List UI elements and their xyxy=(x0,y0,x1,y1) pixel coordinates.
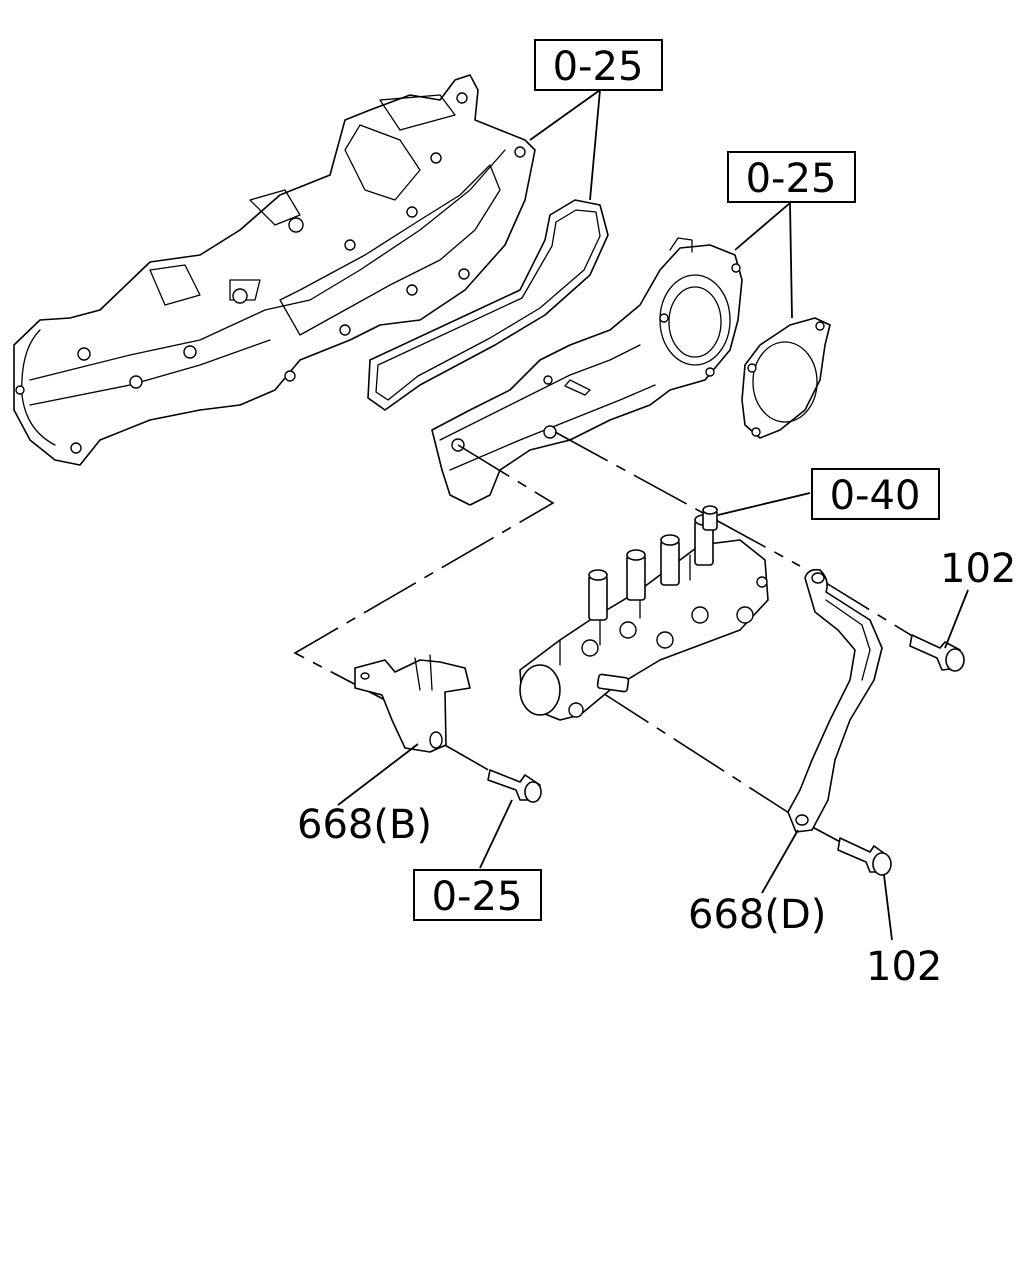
stud xyxy=(660,534,680,586)
stud xyxy=(702,505,718,531)
bolt-102-upper xyxy=(909,634,965,672)
bolt-102-lower xyxy=(837,837,892,876)
stud xyxy=(596,673,630,693)
stud xyxy=(626,549,646,601)
manifold-gasket xyxy=(367,199,609,411)
ref-label-668d: 668(D) xyxy=(688,892,826,938)
leader-lines xyxy=(337,88,969,941)
stud xyxy=(588,569,608,621)
callout-label: 0-40 xyxy=(830,473,921,519)
callout-0-40: 0-40 xyxy=(811,468,940,520)
ref-label-102-upper: 102 xyxy=(940,546,1016,592)
ref-label-668b: 668(B) xyxy=(297,802,432,848)
callout-0-25-right: 0-25 xyxy=(727,151,856,203)
bracket-668b xyxy=(354,654,471,753)
intake-manifold xyxy=(13,74,536,466)
distributor-block xyxy=(519,505,769,721)
callout-0-25-bottom: 0-25 xyxy=(413,869,542,921)
callout-label: 0-25 xyxy=(553,44,644,90)
bracket-668d xyxy=(787,568,883,833)
ref-label-102-lower: 102 xyxy=(866,944,942,990)
callout-0-25-top: 0-25 xyxy=(534,39,663,91)
round-gasket xyxy=(741,317,831,439)
bolt-668b-fastener xyxy=(487,769,542,803)
callout-label: 0-25 xyxy=(746,156,837,202)
callout-label: 0-25 xyxy=(432,874,523,920)
